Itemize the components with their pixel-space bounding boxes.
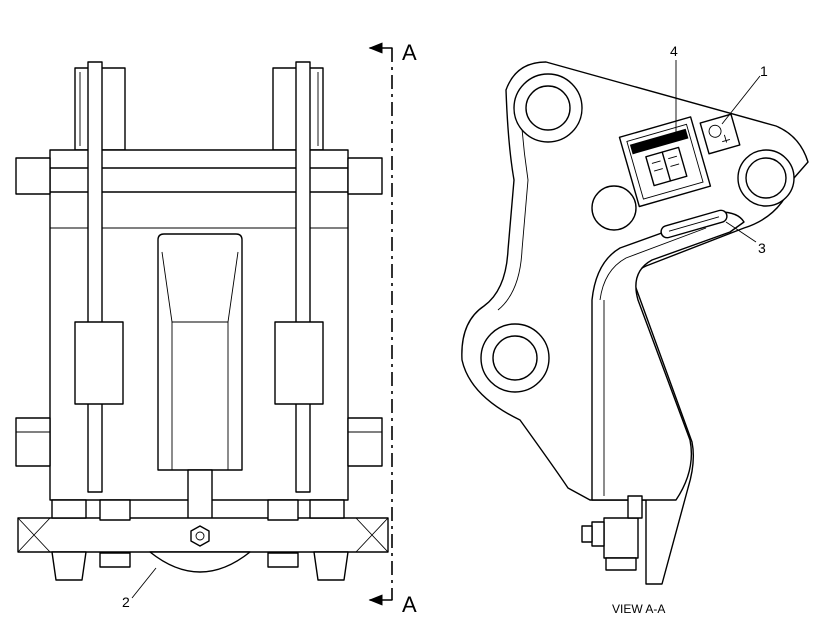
center-stem — [187, 469, 213, 521]
section-label-top: A — [402, 40, 417, 65]
callout-2: 2 — [122, 594, 130, 610]
callout-1: 1 — [760, 63, 768, 79]
bolt-right-top — [267, 499, 299, 521]
hole-middle — [591, 185, 637, 231]
callout-3: 3 — [758, 240, 766, 256]
side-view: 4 1 3 VIEW A-A — [461, 43, 809, 616]
leader-2 — [131, 567, 157, 599]
right-plate — [295, 61, 311, 493]
left-lower-pin — [15, 417, 51, 467]
nut-icon — [190, 525, 210, 547]
center-slot — [157, 233, 243, 471]
left-pin-end — [15, 157, 51, 195]
mid-left-lug — [74, 321, 124, 405]
right-lower-pin — [347, 417, 383, 467]
warning-symbol-icon — [708, 124, 731, 143]
callout-4: 4 — [670, 43, 678, 59]
wedge-arc — [149, 551, 251, 573]
decal-warning — [699, 113, 741, 155]
bolt-left-bottom — [99, 552, 131, 568]
section-label-bottom: A — [402, 592, 417, 617]
bolt-left-top — [99, 499, 131, 521]
left-plate — [87, 61, 103, 493]
latch-slot — [660, 209, 728, 239]
mid-right-lug — [274, 321, 324, 405]
front-view: A A 2 — [15, 40, 417, 617]
book-icon — [645, 146, 688, 187]
decal-book — [618, 116, 712, 208]
bolt-right-bottom — [267, 552, 299, 568]
latch-arm — [591, 211, 745, 501]
leader-3 — [725, 221, 757, 243]
bolt-head — [591, 521, 605, 547]
right-pin-end — [347, 157, 383, 195]
view-caption: VIEW A-A — [612, 602, 665, 616]
leader-1 — [721, 75, 761, 125]
bracket — [603, 517, 639, 559]
